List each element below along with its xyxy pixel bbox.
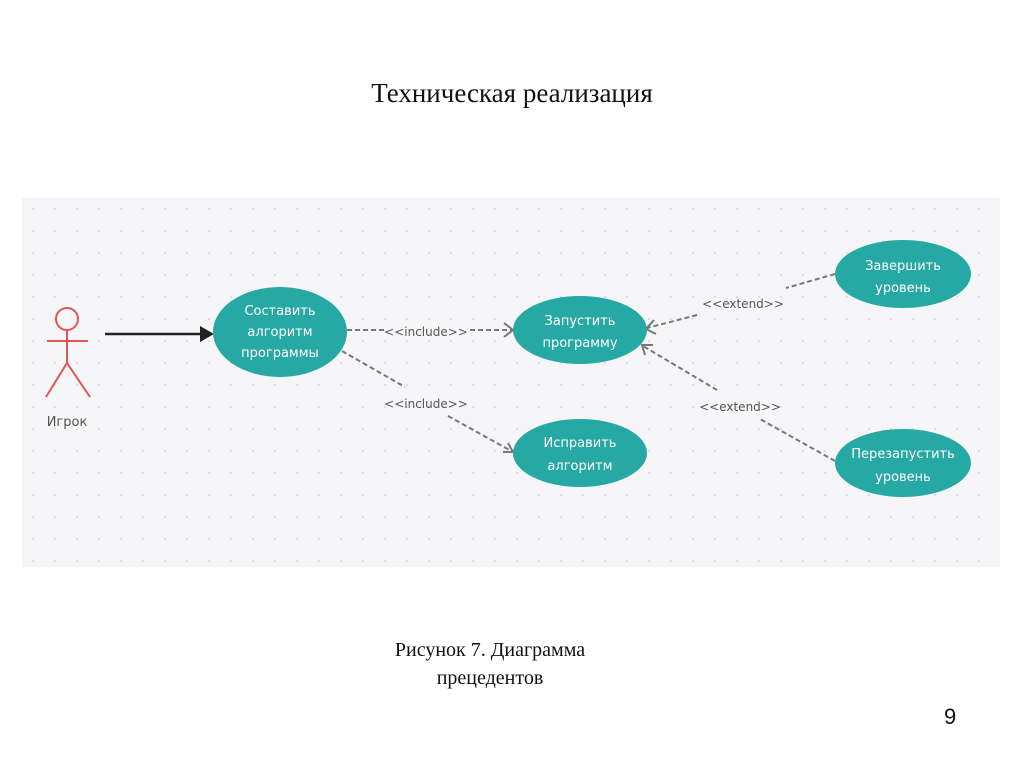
use-case-label: уровень — [875, 281, 931, 296]
actor-label: Игрок — [47, 415, 88, 430]
caption-line-2: прецедентов — [436, 667, 544, 689]
use-case-fix-algorithm[interactable]: Исправить алгоритм — [513, 419, 647, 487]
use-case-compose-algorithm[interactable]: Составить алгоритм программы — [213, 287, 347, 377]
figure-caption: Рисунок 7. Диаграмма прецедентов — [340, 636, 640, 692]
include-relation-fix: <<include>> — [341, 350, 515, 453]
use-case-label: Перезапустить — [851, 447, 955, 462]
extend-relation-restart: <<extend>> — [640, 344, 836, 462]
use-case-finish-level[interactable]: Завершить уровень — [835, 240, 971, 308]
open-arrowhead-icon — [503, 442, 515, 453]
use-case-label: Запустить — [545, 314, 616, 329]
actor-player — [45, 307, 91, 398]
extend-label: <<extend>> — [699, 400, 781, 414]
association-arrowhead-icon — [200, 326, 214, 342]
use-case-label: алгоритм — [547, 459, 612, 474]
include-label: <<include>> — [384, 325, 468, 339]
include-label: <<include>> — [384, 397, 468, 411]
page-number: 9 — [944, 704, 957, 729]
use-case-restart-level[interactable]: Перезапустить уровень — [835, 429, 971, 497]
use-case-label: Завершить — [865, 259, 941, 274]
caption-line-1: Рисунок 7. Диаграмма — [394, 639, 586, 661]
use-case-label: алгоритм — [247, 325, 312, 340]
include-relation-run: <<include>> — [347, 322, 515, 339]
extend-relation-finish: <<extend>> — [644, 273, 836, 335]
use-case-label: Составить — [244, 304, 315, 319]
use-case-label: программу — [542, 336, 617, 351]
use-case-label: программы — [241, 346, 319, 361]
use-case-label: Исправить — [544, 436, 617, 451]
open-arrowhead-icon — [640, 344, 653, 356]
use-case-run-program[interactable]: Запустить программу — [513, 296, 647, 364]
slide-title: Техническая реализация — [371, 78, 653, 108]
use-case-label: уровень — [875, 470, 931, 485]
extend-label: <<extend>> — [702, 297, 784, 311]
